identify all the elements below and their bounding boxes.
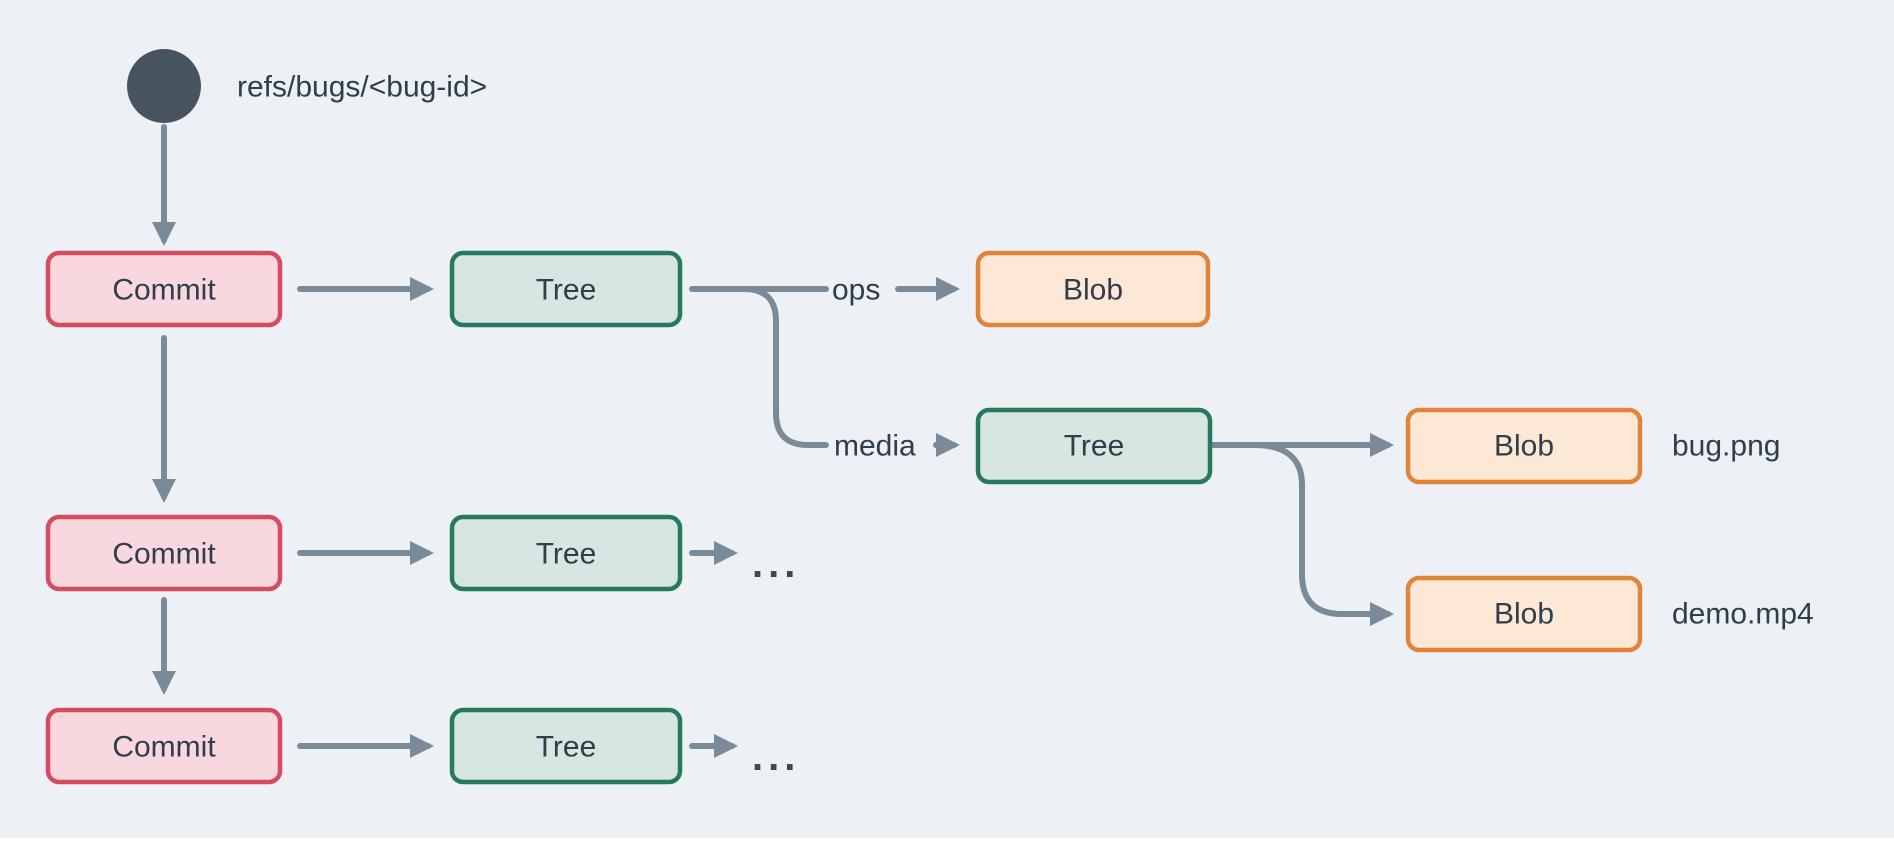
tree-media-box (975, 407, 1213, 485)
commit-3-label: Commit (112, 731, 216, 764)
edge-tree1-fork-to-media (741, 286, 829, 448)
tree-3-box (449, 707, 683, 785)
ellipsis-row-2: ... (752, 542, 800, 586)
commit-2-label: Commit (112, 538, 216, 571)
tree-node-3: Tree (449, 707, 683, 785)
edge-label-media: media (834, 430, 916, 463)
commit-1-box (45, 250, 283, 328)
edge-label-ops: ops (832, 274, 880, 307)
tree-media-label: Tree (1064, 430, 1125, 463)
commit-node-2: Commit (45, 514, 283, 592)
tree-2-box (449, 514, 683, 592)
ref-label: refs/bugs/<bug-id> (237, 71, 487, 104)
blob-demo-label: Blob (1494, 598, 1554, 631)
commit-2-box (45, 514, 283, 592)
blob-demo-box (1405, 575, 1643, 653)
ellipsis-row-3: ... (752, 735, 800, 779)
blob-ops-box (975, 250, 1211, 328)
arrow-treemedia-fork-to-blob-demo (1251, 442, 1394, 626)
tree-2-label: Tree (536, 538, 597, 571)
ref-node-circle (127, 49, 201, 123)
tree-3-label: Tree (536, 731, 597, 764)
tree-node-2: Tree (449, 514, 683, 592)
commit-3-box (45, 707, 283, 785)
tree-1-box (449, 250, 683, 328)
blob-node-bug: Blob (1405, 407, 1643, 485)
tree-node-1: Tree (449, 250, 683, 328)
commit-node-1: Commit (45, 250, 283, 328)
file-label-demo-mp4: demo.mp4 (1672, 598, 1814, 631)
blob-node-ops: Blob (975, 250, 1211, 328)
bottom-white-strip (0, 838, 1894, 844)
tree-1-label: Tree (536, 274, 597, 307)
blob-bug-label: Blob (1494, 430, 1554, 463)
blob-node-demo: Blob (1405, 575, 1643, 653)
file-label-bug-png: bug.png (1672, 430, 1780, 463)
commit-1-label: Commit (112, 274, 216, 307)
blob-ops-label: Blob (1063, 274, 1123, 307)
blob-bug-box (1405, 407, 1643, 485)
commit-node-3: Commit (45, 707, 283, 785)
tree-node-media: Tree (975, 407, 1213, 485)
